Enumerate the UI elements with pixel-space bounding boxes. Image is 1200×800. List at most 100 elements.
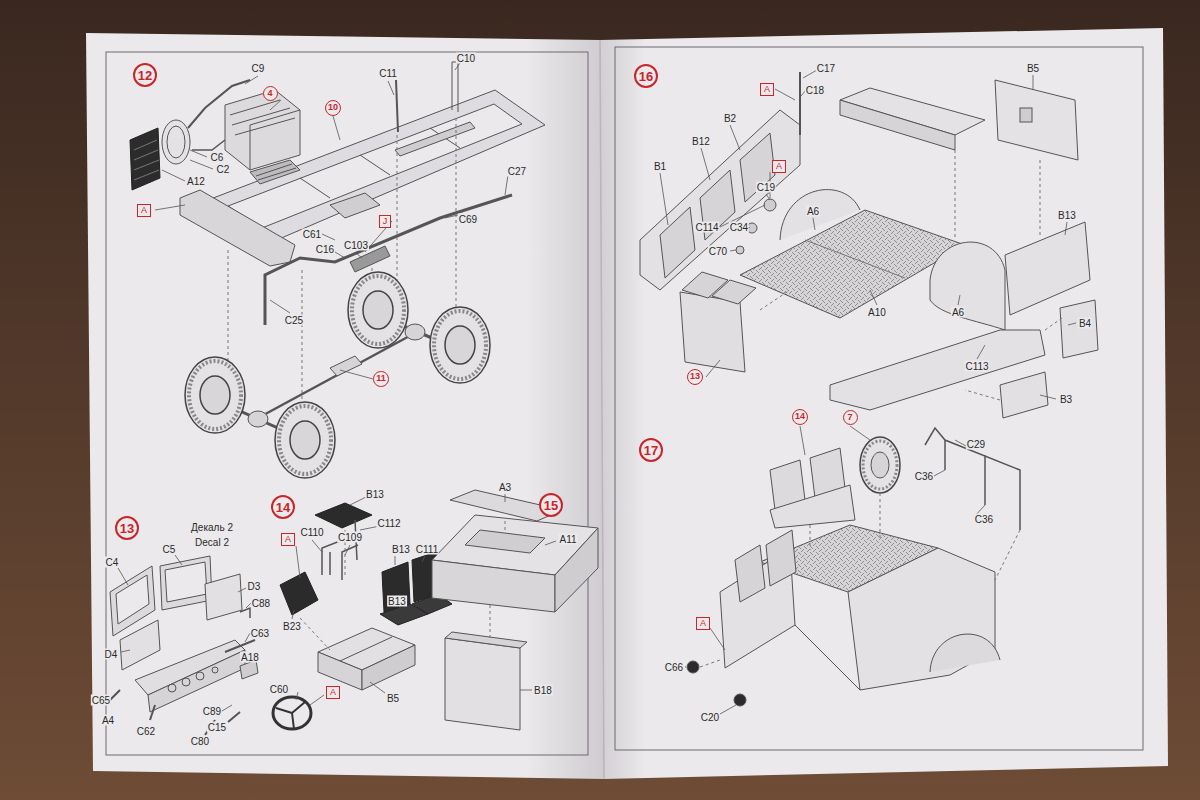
part-label: A12: [186, 176, 206, 187]
leader-line: [934, 470, 945, 476]
deck-illustration: [445, 638, 520, 730]
part-label: A3: [498, 482, 512, 493]
dashboard-illustration: [148, 650, 245, 712]
reference-box: A: [326, 686, 340, 699]
chassis-illustration: [228, 118, 456, 405]
part-label: C18: [805, 85, 825, 96]
leader-line: [422, 556, 425, 562]
leader-line: [312, 540, 322, 552]
chassis-illustration: [230, 100, 300, 170]
dashboard-illustration: [168, 684, 176, 692]
part-label: C65: [91, 695, 111, 706]
seat-illustration: [382, 562, 410, 612]
part-label: C89: [202, 706, 222, 717]
dashboard-illustration: [276, 702, 305, 729]
deck-illustration: [445, 632, 527, 648]
node-text: A: [141, 206, 147, 215]
part-label: C19: [756, 182, 776, 193]
node-text: 15: [544, 499, 558, 512]
leader-line: [730, 125, 740, 150]
chassis-illustration: [290, 421, 320, 459]
part-label: C80: [190, 736, 210, 747]
node-text: 14: [276, 501, 290, 514]
leader-line: [370, 682, 385, 693]
reference-box: A: [281, 533, 295, 546]
deck-illustration: [490, 605, 491, 640]
chassis-illustration: [200, 376, 230, 414]
chassis-illustration: [248, 411, 268, 427]
chassis-illustration: [134, 140, 159, 180]
callout-circle: 11: [373, 371, 389, 387]
leader-line: [162, 170, 185, 181]
node-text: A: [285, 535, 291, 544]
node-text: 17: [644, 444, 658, 457]
reference-box: A: [772, 160, 786, 173]
seat-illustration: [340, 637, 392, 661]
part-label: C62: [136, 726, 156, 737]
reference-box: A: [760, 83, 774, 96]
leader-line: [958, 295, 960, 305]
chassis-illustration: [363, 291, 393, 329]
leader-line: [775, 89, 795, 100]
leader-line: [340, 370, 373, 379]
callout-circle: 13: [687, 369, 703, 385]
body-assembly-illustration: [995, 530, 1020, 580]
chassis-illustration: [456, 118, 457, 315]
chassis-illustration: [395, 122, 475, 156]
body-parts-illustration: [640, 72, 1098, 418]
leader-line: [720, 705, 736, 714]
deck-illustration: [490, 521, 505, 640]
deck-illustration: [432, 560, 555, 612]
body-assembly-illustration: [810, 525, 811, 550]
leader-line: [445, 215, 458, 218]
part-label: C114: [694, 222, 719, 233]
leader-line: [345, 545, 350, 555]
node-text: 12: [138, 69, 152, 82]
dashboard-illustration: [116, 575, 149, 624]
body-assembly-illustration: [848, 548, 995, 690]
chassis-illustration: [192, 140, 225, 150]
leader-line: [155, 205, 185, 210]
leader-line: [292, 610, 294, 619]
chassis-illustration: [130, 62, 545, 478]
node-text: A: [764, 85, 770, 94]
chassis-illustration: [396, 80, 398, 132]
part-label: A11: [558, 534, 577, 545]
node-text: 13: [120, 522, 134, 535]
body-parts-illustration: [1020, 108, 1032, 122]
chassis-illustration: [405, 324, 425, 340]
chassis-illustration: [189, 361, 241, 429]
seat-illustration: [280, 503, 452, 690]
part-label: D4: [104, 649, 119, 660]
reference-box: J: [379, 215, 391, 228]
chassis-illustration: [250, 160, 300, 184]
chassis-illustration: [434, 311, 486, 379]
leader-line: [505, 175, 508, 195]
body-parts-illustration: [1040, 160, 1041, 235]
dashboard-illustration: [165, 562, 207, 602]
body-assembly-illustration: [735, 545, 765, 602]
part-label: B23: [282, 621, 302, 632]
body-assembly-illustration: [770, 485, 855, 528]
part-label: C36: [914, 471, 934, 482]
part-label: B13: [1057, 210, 1077, 221]
body-assembly-illustration: [700, 660, 720, 667]
callout-circle: 10: [325, 100, 341, 116]
leader-line: [455, 63, 460, 70]
seat-illustration: [362, 645, 415, 690]
part-label: C111: [415, 544, 439, 555]
body-parts-illustration: [995, 80, 1078, 160]
dashboard-illustration: [110, 690, 240, 735]
part-label: B4: [1078, 318, 1092, 329]
part-label: C36: [974, 514, 994, 525]
booklet-pages: [86, 28, 1168, 779]
leader-line: [190, 150, 207, 157]
part-label: A6: [806, 206, 820, 217]
booklet-pages: [106, 52, 588, 755]
callout-circle: 4: [263, 86, 278, 101]
leader-line: [766, 194, 770, 200]
part-label: B2: [723, 113, 737, 124]
leader-line: [296, 692, 298, 700]
